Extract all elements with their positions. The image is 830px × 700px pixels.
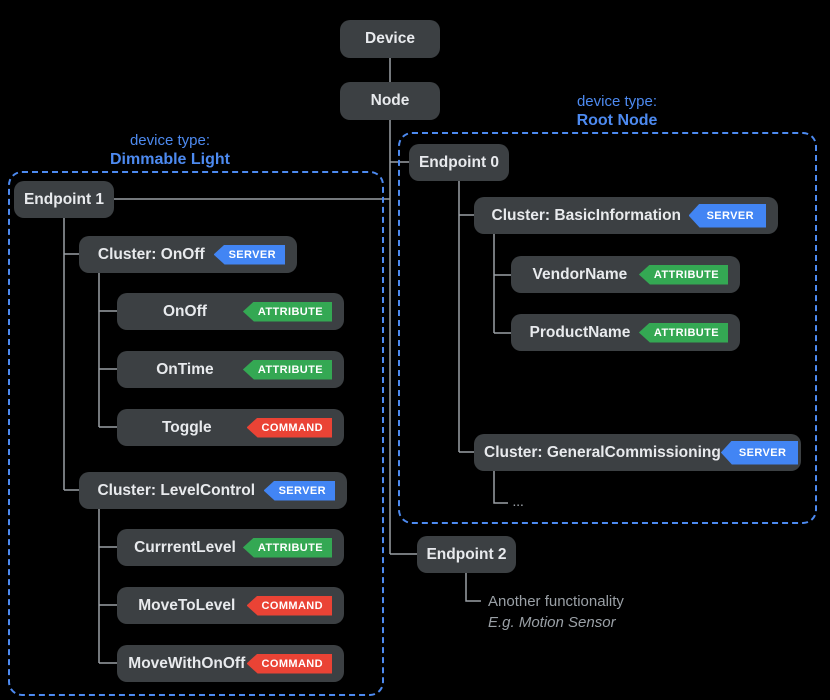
endpoint-2-note: Another functionality E.g. Motion Sensor: [488, 591, 624, 633]
cluster-basicinformation-box: Cluster: BasicInformation SERVER: [474, 197, 778, 234]
command-badge: COMMAND: [246, 653, 332, 674]
cluster-onoff-box: Cluster: OnOff SERVER: [79, 236, 297, 273]
command-toggle-label: Toggle: [161, 418, 212, 436]
server-badge: SERVER: [720, 440, 799, 465]
endpoint-2-box: Endpoint 2: [417, 536, 516, 573]
node-box: Node: [340, 82, 440, 120]
attribute-productname-label: ProductName: [529, 323, 631, 341]
group-dimmable-light: [8, 171, 384, 696]
server-badge: SERVER: [263, 480, 335, 501]
command-badge: COMMAND: [246, 595, 332, 616]
device-node-box: Device: [340, 20, 440, 58]
endpoint-1-label: Endpoint 1: [23, 190, 105, 208]
attribute-badge: ATTRIBUTE: [638, 264, 728, 285]
server-badge: SERVER: [688, 203, 766, 228]
command-movewithonoff-box: MoveWithOnOff COMMAND: [117, 645, 344, 682]
attribute-onoff-label: OnOff: [162, 302, 207, 320]
note-line-2: E.g. Motion Sensor: [488, 614, 616, 631]
command-movetolevel-box: MoveToLevel COMMAND: [117, 587, 344, 624]
generalcommissioning-ellipsis: ...: [513, 498, 525, 509]
attribute-badge: ATTRIBUTE: [242, 359, 332, 380]
cluster-levelcontrol-label: Cluster: LevelControl: [97, 481, 256, 499]
attribute-vendorname-label: VendorName: [532, 265, 628, 283]
cluster-levelcontrol-box: Cluster: LevelControl SERVER: [79, 472, 347, 509]
device-type-name: Root Node: [576, 112, 658, 129]
attribute-currrentlevel-label: CurrrentLevel: [134, 538, 236, 556]
endpoint-2-label: Endpoint 2: [426, 545, 507, 563]
endpoint-0-label: Endpoint 0: [418, 153, 500, 171]
group-root-node: [398, 132, 817, 524]
group-header-dimmable-light: device type: Dimmable Light: [60, 131, 280, 169]
attribute-badge: ATTRIBUTE: [242, 301, 332, 322]
attribute-badge: ATTRIBUTE: [638, 322, 728, 343]
attribute-onoff-box: OnOff ATTRIBUTE: [117, 293, 344, 330]
command-movetolevel-label: MoveToLevel: [138, 596, 236, 614]
attribute-currrentlevel-box: CurrrentLevel ATTRIBUTE: [117, 529, 344, 566]
endpoint-0-box: Endpoint 0: [409, 144, 509, 181]
attribute-productname-box: ProductName ATTRIBUTE: [511, 314, 740, 351]
note-line-1: Another functionality: [488, 593, 624, 610]
command-movewithonoff-label: MoveWithOnOff: [128, 654, 246, 672]
device-type-label: device type:: [129, 132, 211, 149]
attribute-vendorname-box: VendorName ATTRIBUTE: [511, 256, 740, 293]
endpoint-1-box: Endpoint 1: [14, 181, 114, 218]
attribute-ontime-box: OnTime ATTRIBUTE: [117, 351, 344, 388]
node-label: Node: [370, 92, 410, 109]
cluster-basicinformation-label: Cluster: BasicInformation: [491, 206, 682, 224]
attribute-badge: ATTRIBUTE: [242, 537, 332, 558]
device-label: Device: [365, 30, 415, 47]
cluster-generalcommissioning-label: Cluster: GeneralCommissioning: [484, 443, 721, 461]
cluster-generalcommissioning-box: Cluster: GeneralCommissioning SERVER: [474, 434, 801, 471]
command-toggle-box: Toggle COMMAND: [117, 409, 344, 446]
cluster-onoff-label: Cluster: OnOff: [97, 245, 205, 263]
command-badge: COMMAND: [246, 417, 332, 438]
device-type-label: device type:: [576, 93, 658, 110]
group-header-root-node: device type: Root Node: [507, 92, 727, 130]
attribute-ontime-label: OnTime: [156, 360, 214, 378]
server-badge: SERVER: [213, 244, 285, 265]
device-type-name: Dimmable Light: [109, 151, 230, 168]
